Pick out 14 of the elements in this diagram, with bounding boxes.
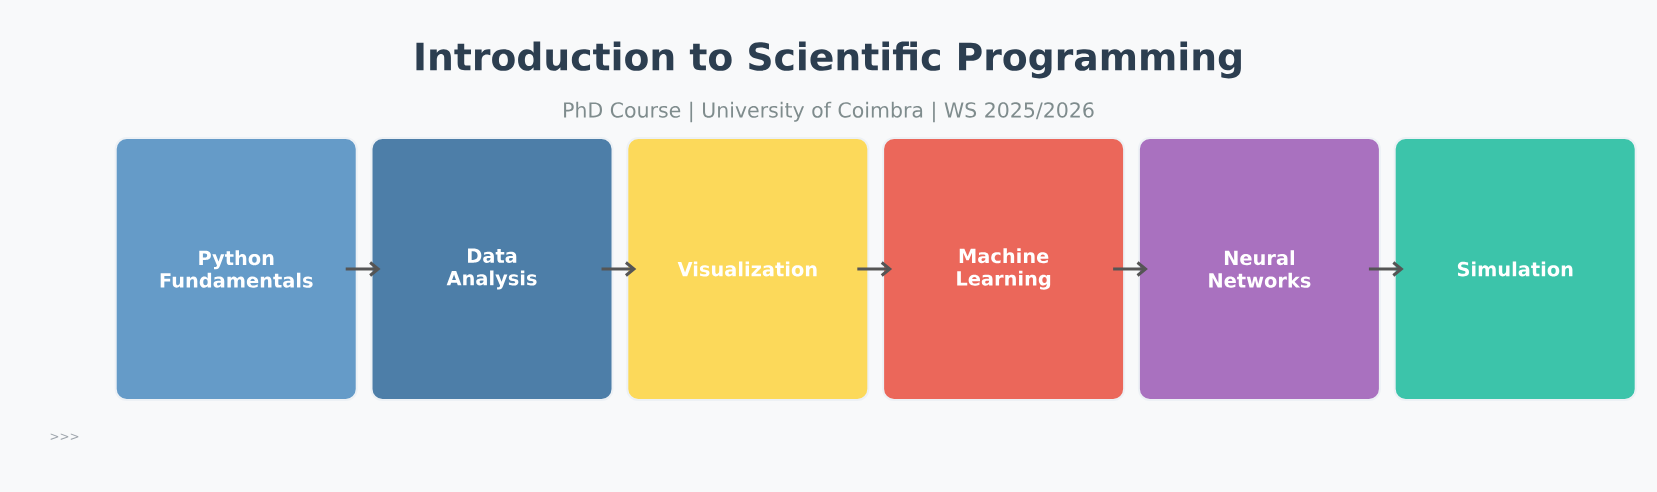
arrow: [1368, 261, 1404, 277]
arrow: [857, 261, 893, 277]
arrow: [601, 261, 637, 277]
process-box: Machine Learning: [882, 137, 1126, 401]
process-box: Data Analysis: [370, 137, 614, 401]
process-box: Python Fundamentals: [114, 137, 358, 401]
process-box: Simulation: [1393, 137, 1637, 401]
process-box: Neural Networks: [1137, 137, 1381, 401]
process-box: Visualization: [626, 137, 870, 401]
title: Introduction to Scientific Programming: [416, 41, 1241, 79]
arrow: [345, 261, 381, 277]
prompt-text: >>>: [50, 433, 79, 440]
subtitle: PhD Course | University of Coimbra | WS 2025/2026: [564, 101, 1094, 123]
arrow: [1113, 261, 1148, 277]
